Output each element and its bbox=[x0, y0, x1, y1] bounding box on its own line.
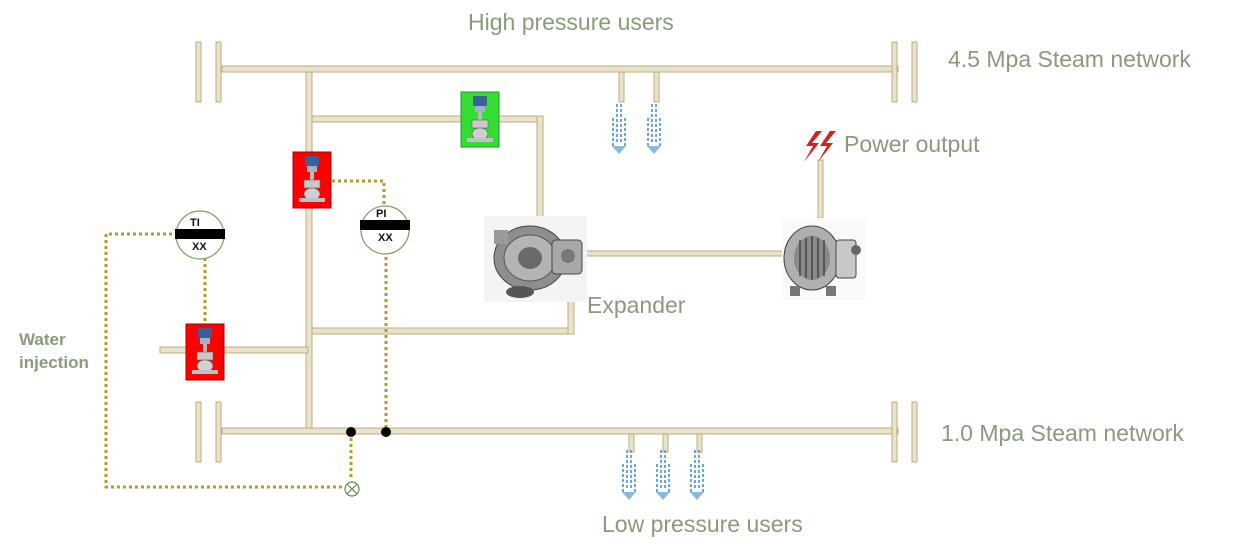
low-pressure-users-label: Low pressure users bbox=[602, 511, 803, 537]
hp-user-branch-2 bbox=[653, 71, 660, 103]
pipes bbox=[159, 41, 918, 463]
generator-icon[interactable] bbox=[782, 218, 866, 300]
control-valve-icon[interactable] bbox=[460, 91, 500, 148]
bypass-vertical-pipe bbox=[305, 71, 313, 431]
lp-header-pipe bbox=[221, 427, 899, 435]
hp-network-label: 4.5 Mpa Steam network bbox=[948, 46, 1191, 72]
control-valve-icon[interactable] bbox=[185, 323, 225, 381]
expander-label: Expander bbox=[587, 292, 686, 318]
hp-steam-arrows bbox=[611, 103, 662, 155]
hp-flange-right bbox=[891, 41, 898, 103]
power-icon bbox=[804, 131, 836, 162]
control-valve-icon[interactable] bbox=[292, 151, 332, 209]
water-injection-pipe bbox=[159, 346, 309, 354]
temperature-indicator[interactable]: TI XX bbox=[175, 210, 225, 260]
power-line bbox=[817, 159, 824, 219]
ti-to-loop bbox=[104, 232, 345, 489]
hp-flange-left bbox=[195, 41, 202, 103]
ti-value: XX bbox=[192, 241, 207, 253]
lp-flange-left bbox=[195, 401, 202, 463]
expander-outlet-pipe bbox=[311, 327, 575, 335]
lp-network-label: 1.0 Mpa Steam network bbox=[941, 420, 1184, 446]
expander-inlet-drop bbox=[536, 115, 544, 221]
expander-icon[interactable] bbox=[484, 216, 587, 302]
lp-user-branch-2 bbox=[662, 433, 669, 453]
expander-outlet-rise bbox=[567, 297, 575, 335]
expander-inlet-pipe bbox=[311, 115, 543, 123]
pi-to-valve bbox=[332, 179, 386, 206]
tap-point-1 bbox=[346, 427, 356, 437]
hp-header-pipe bbox=[221, 65, 899, 73]
lp-user-branch-3 bbox=[696, 433, 703, 453]
lp-user-branch-1 bbox=[628, 433, 635, 453]
hp-flange-right-2 bbox=[911, 41, 918, 103]
signal-lines bbox=[104, 179, 388, 489]
tap-point-2 bbox=[381, 427, 391, 437]
mixer-icon bbox=[344, 481, 360, 497]
water-injection-label: Water injection bbox=[19, 330, 89, 372]
hp-flange-left-2 bbox=[215, 41, 222, 103]
pi-tag: PI bbox=[376, 208, 386, 220]
hp-user-branch-1 bbox=[618, 71, 625, 103]
lp-steam-arrows bbox=[621, 449, 705, 501]
lp-flange-right bbox=[891, 401, 898, 463]
high-pressure-users-label: High pressure users bbox=[468, 9, 674, 35]
lp-flange-right-2 bbox=[911, 401, 918, 463]
pressure-indicator[interactable]: PI XX bbox=[360, 205, 410, 255]
pi-value: XX bbox=[378, 232, 393, 244]
ti-tag: TI bbox=[190, 217, 200, 229]
shaft-line bbox=[584, 250, 786, 257]
lp-flange-left-2 bbox=[215, 401, 222, 463]
power-output-label: Power output bbox=[844, 131, 980, 157]
